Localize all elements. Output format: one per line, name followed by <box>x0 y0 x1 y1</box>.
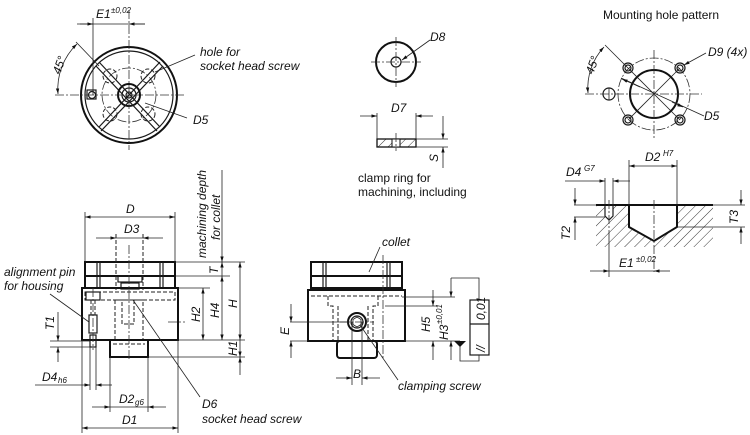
mounting-pattern-title: Mounting hole pattern <box>603 8 719 22</box>
clamp-ring <box>360 37 448 168</box>
h1-label: H1 <box>226 341 240 356</box>
collet-label: collet <box>382 235 411 249</box>
e1-label: E1 <box>96 7 111 21</box>
d8-label: D8 <box>430 30 446 44</box>
d4-g7-tol: G7 <box>584 164 595 173</box>
d3-label: D3 <box>124 222 140 236</box>
clamp-ring-caption-line1: clamp ring for <box>358 171 431 185</box>
machining-depth-line2: for collet <box>209 194 223 240</box>
h-label: H <box>226 299 240 308</box>
d4-h6-label: D4 <box>42 370 58 384</box>
hole-callout-line1: hole for <box>200 45 241 59</box>
mounting-hole-pattern <box>585 44 707 138</box>
hole-callout-line2: socket head screw <box>200 59 301 73</box>
side-view <box>289 246 490 385</box>
parallelism-symbol: // <box>474 344 488 353</box>
d-label: D <box>126 202 135 216</box>
section-e1-label: E1 <box>619 256 634 270</box>
e-label: E <box>278 326 292 335</box>
d4-g7-label: D4 <box>566 165 582 179</box>
b-label: B <box>353 367 361 381</box>
section-e1-tol: ±0,02 <box>636 255 657 264</box>
t3-label: T3 <box>727 210 741 224</box>
d5-label: D5 <box>193 113 209 127</box>
parallelism-value: 0,01 <box>474 297 488 320</box>
alignment-pin-line2: for housing <box>4 279 64 293</box>
d4-h6-tol: h6 <box>58 376 67 385</box>
d6-label: D6 <box>202 397 218 411</box>
hole-section <box>565 160 745 277</box>
clamp-ring-caption-line2: machining, including <box>358 185 467 199</box>
h3-tol: ±0,01 <box>435 304 444 324</box>
alignment-pin-line1: alignment pin <box>4 265 76 279</box>
h5-label: H5 <box>419 316 433 332</box>
top-view-housing <box>55 10 196 150</box>
s-label: S <box>427 154 441 162</box>
d2-g6-label: D2 <box>119 392 135 406</box>
clamping-screw-label: clamping screw <box>398 379 482 393</box>
socket-head-screw-label: socket head screw <box>202 412 303 426</box>
angle-45-label: 45° <box>50 54 69 76</box>
h2-label: H2 <box>189 306 203 322</box>
t-label: T <box>207 265 221 274</box>
d7-label: D7 <box>391 101 408 115</box>
e1-tolerance: ±0,02 <box>111 6 132 15</box>
d1-label: D1 <box>122 413 137 427</box>
d2-h7-tol: H7 <box>663 149 674 158</box>
d2-g6-tol: g6 <box>135 398 144 407</box>
machining-depth-line1: machining depth <box>195 170 209 258</box>
d9-label: D9 (4x) <box>708 45 747 59</box>
pattern-angle-label: 45° <box>583 54 602 76</box>
h3-label: H3 <box>437 324 451 340</box>
front-view <box>35 170 245 433</box>
d2-h7-label: D2 <box>645 150 661 164</box>
t1-label: T1 <box>43 316 57 330</box>
h4-label: H4 <box>208 302 222 318</box>
t2-label: T2 <box>559 226 573 240</box>
pattern-d5-label: D5 <box>704 109 720 123</box>
